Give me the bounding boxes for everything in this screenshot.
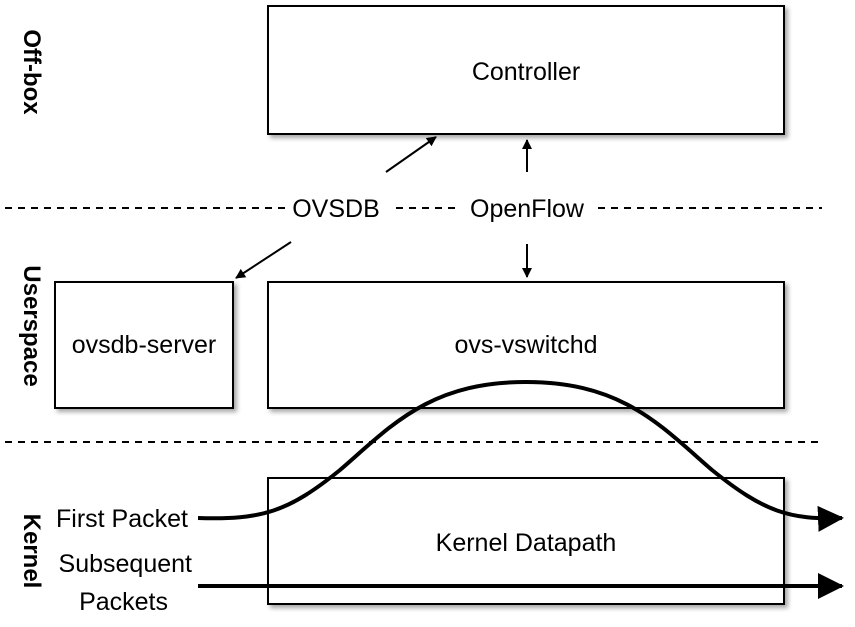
kernel-datapath-label: Kernel Datapath (436, 529, 617, 557)
zone-label-kernel: Kernel (18, 514, 45, 589)
ovs-vswitchd-label: ovs-vswitchd (454, 331, 597, 359)
zone-label-offbox: Off-box (18, 29, 45, 115)
ovsdb-server-label: ovsdb-server (72, 331, 217, 359)
subsequent-packets-label-line2: Packets (79, 588, 168, 616)
ovsdb-server-box: ovsdb-server (54, 281, 234, 409)
kernel-datapath-box: Kernel Datapath (267, 477, 785, 605)
openflow-protocol-label: OpenFlow (470, 195, 585, 223)
first-packet-path-arrow (197, 379, 844, 532)
ovs-vswitchd-box: ovs-vswitchd (267, 281, 785, 409)
controller-label: Controller (472, 58, 580, 86)
ovsdb-protocol-label: OVSDB (292, 195, 380, 223)
ovsdb-to-controller-arrow (385, 136, 437, 173)
zone-label-userspace: Userspace (18, 265, 45, 386)
subsequent-packets-label-line1: Subsequent (59, 550, 193, 578)
controller-box: Controller (267, 5, 785, 135)
first-packet-label: First Packet (56, 505, 188, 533)
ovsdb-to-server-arrow (235, 241, 292, 279)
